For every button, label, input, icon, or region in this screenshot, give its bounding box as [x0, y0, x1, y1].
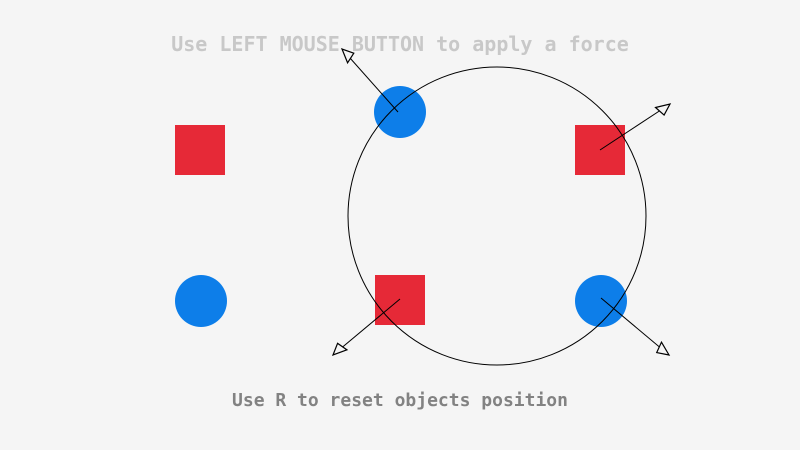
physics-box-box-top-left[interactable] — [175, 125, 225, 175]
path-circle-outline — [347, 66, 647, 366]
instruction-apply-force: Use LEFT MOUSE BUTTON to apply a force — [171, 32, 629, 56]
physics-ball-ball-bottom-left[interactable] — [175, 275, 227, 327]
force-arrow — [340, 47, 399, 113]
instruction-reset: Use R to reset objects position — [232, 390, 568, 411]
overlay-layer — [331, 47, 672, 366]
objects-layer — [175, 86, 627, 327]
physics-box-box-bottom-middle[interactable] — [375, 275, 425, 325]
force-arrow — [331, 298, 401, 357]
force-arrow — [600, 297, 671, 356]
physics-ball-ball-bottom-right[interactable] — [575, 275, 627, 327]
force-arrow — [599, 103, 672, 151]
